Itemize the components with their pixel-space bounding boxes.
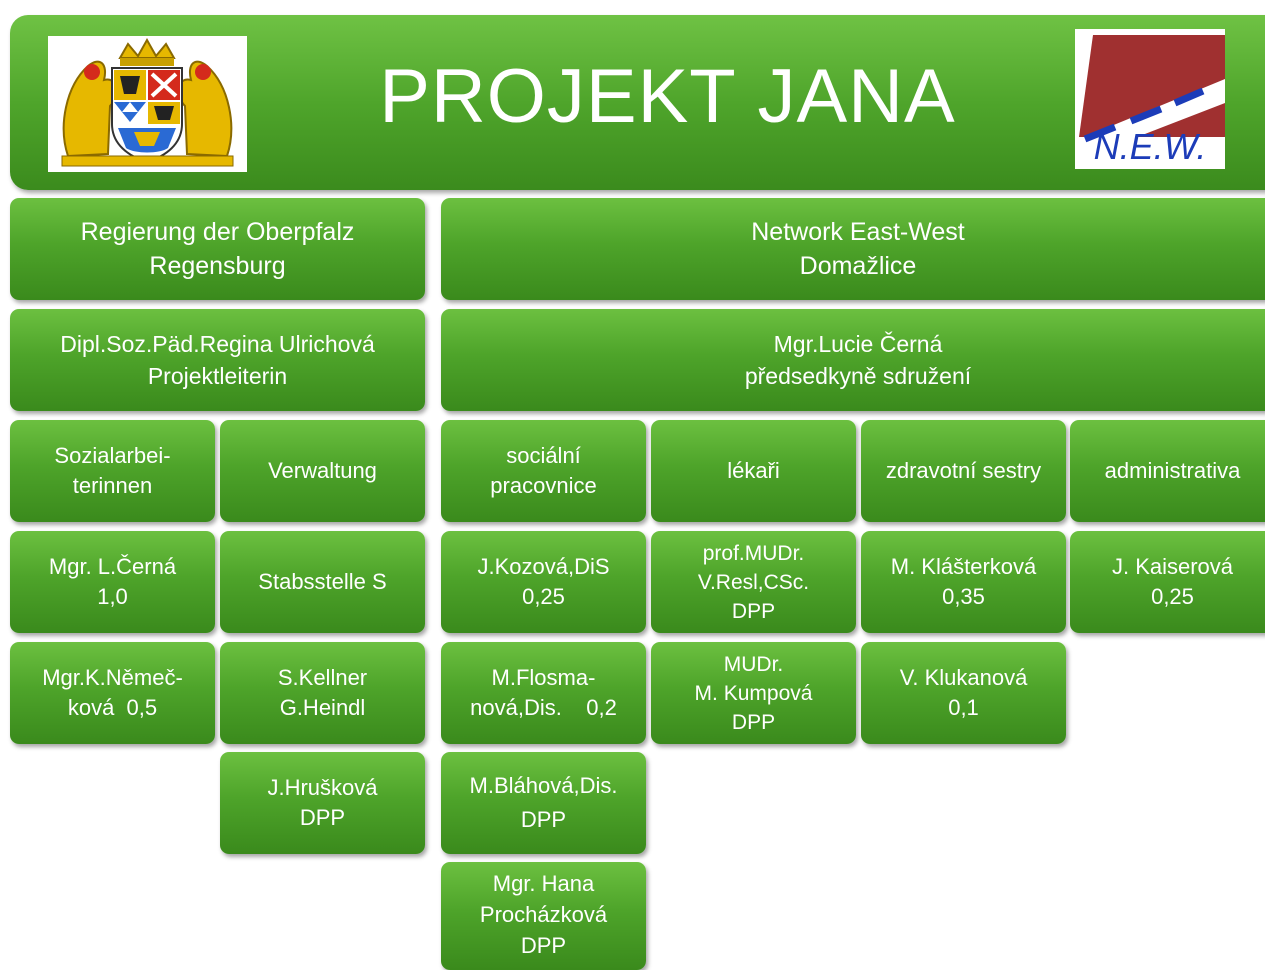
leader-name: Dipl.Soz.Päd.Regina Ulrichová [60,331,375,357]
staff-card: Mgr. L.Černá 1,0 [10,531,215,633]
staff-fte: 0,35 [942,584,985,609]
org-name: Network East-West [751,218,965,246]
staff-card: prof.MUDr. V.Resl,CSc. DPP [651,531,856,633]
staff-name: MUDr. [723,652,784,676]
road-logo-icon [1075,35,1225,161]
staff-name: J. Kaiserová [1111,554,1234,579]
staff-contract: DPP [520,933,567,958]
staff-card: Mgr. Hana Procházková DPP [441,862,646,970]
staff-name: M. Klášterková [890,554,1037,579]
staff-card: Mgr.K.Němeč- ková 0,5 [10,642,215,744]
dept-label: lékaři [727,458,780,483]
logo-text: N.E.W. [1093,126,1207,167]
dept-label: zdravotní sestry [885,458,1042,483]
staff-contract: DPP [299,805,346,830]
dept-socialni-pracovnice: sociální pracovnice [441,420,646,522]
org-network-east-west: Network East-West Domažlice [441,198,1265,300]
staff-name: Procházková [479,902,608,927]
coat-of-arms-icon [61,37,234,167]
dept-verwaltung: Verwaltung [220,420,425,522]
staff-name: Stabsstelle S [258,569,387,594]
staff-name: ková 0,5 [67,695,158,720]
dept-label: pracovnice [490,473,597,498]
dept-lekari: lékaři [651,420,856,522]
leader-role: předsedkyně sdružení [744,363,972,389]
leader-regina-ulrichova: Dipl.Soz.Päd.Regina Ulrichová Projektlei… [10,309,425,411]
dept-label: Sozialarbei- [54,443,171,468]
staff-name: G.Heindl [279,695,366,720]
staff-card: V. Klukanová 0,1 [861,642,1066,744]
staff-name: M.Bláhová,Dis. [469,773,618,798]
staff-name: M.Flosma- [491,665,596,690]
staff-card: J.Kozová,DiS 0,25 [441,531,646,633]
leader-lucie-cerna: Mgr.Lucie Černá předsedkyně sdružení [441,309,1265,411]
dept-sozialarbeiterinnen: Sozialarbei- terinnen [10,420,215,522]
staff-card: Stabsstelle S [220,531,425,633]
staff-name: Mgr. Hana [492,871,595,896]
staff-name: V.Resl,CSc. [697,570,810,594]
staff-card: M.Bláhová,Dis. DPP [441,752,646,854]
staff-name: prof.MUDr. [702,541,805,565]
staff-card: M.Flosma- nová,Dis. 0,2 [441,642,646,744]
dept-label: terinnen [72,473,153,498]
leader-role: Projektleiterin [147,363,288,389]
dept-label: administrativa [1104,458,1241,483]
dept-label: sociální [506,443,581,468]
staff-name: M. Kumpová [694,681,813,705]
staff-card: S.Kellner G.Heindl [220,642,425,744]
org-regierung-oberpfalz: Regierung der Oberpfalz Regensburg [10,198,425,300]
staff-name: V. Klukanová [899,665,1028,690]
org-city: Domažlice [799,252,917,280]
staff-contract: DPP [731,710,776,734]
staff-card: MUDr. M. Kumpová DPP [651,642,856,744]
new-network-logo: N.E.W. [1075,29,1225,169]
staff-card: M. Klášterková 0,35 [861,531,1066,633]
staff-card: J. Kaiserová 0,25 [1070,531,1265,633]
staff-name: nová,Dis. 0,2 [470,695,617,720]
dept-administrativa: administrativa [1070,420,1265,522]
staff-name: S.Kellner [277,665,368,690]
org-name: Regierung der Oberpfalz [80,218,355,246]
staff-fte: 0,25 [1151,584,1194,609]
staff-card: J.Hrušková DPP [220,752,425,854]
page-title: PROJEKT JANA [379,54,956,139]
dept-zdravotni-sestry: zdravotní sestry [861,420,1066,522]
staff-name: J.Hrušková [267,775,378,800]
staff-name: Mgr.K.Němeč- [42,665,183,690]
dept-label: Verwaltung [268,458,377,483]
staff-contract: DPP [731,599,776,623]
staff-fte: 0,1 [948,695,979,720]
staff-fte: 1,0 [97,584,128,609]
leader-name: Mgr.Lucie Černá [773,331,943,357]
staff-name: J.Kozová,DiS [477,554,610,579]
org-city: Regensburg [149,252,286,280]
staff-name: Mgr. L.Černá [48,554,177,579]
staff-fte: 0,25 [522,584,565,609]
bavarian-coat-of-arms-logo [48,36,247,172]
staff-contract: DPP [520,807,567,832]
